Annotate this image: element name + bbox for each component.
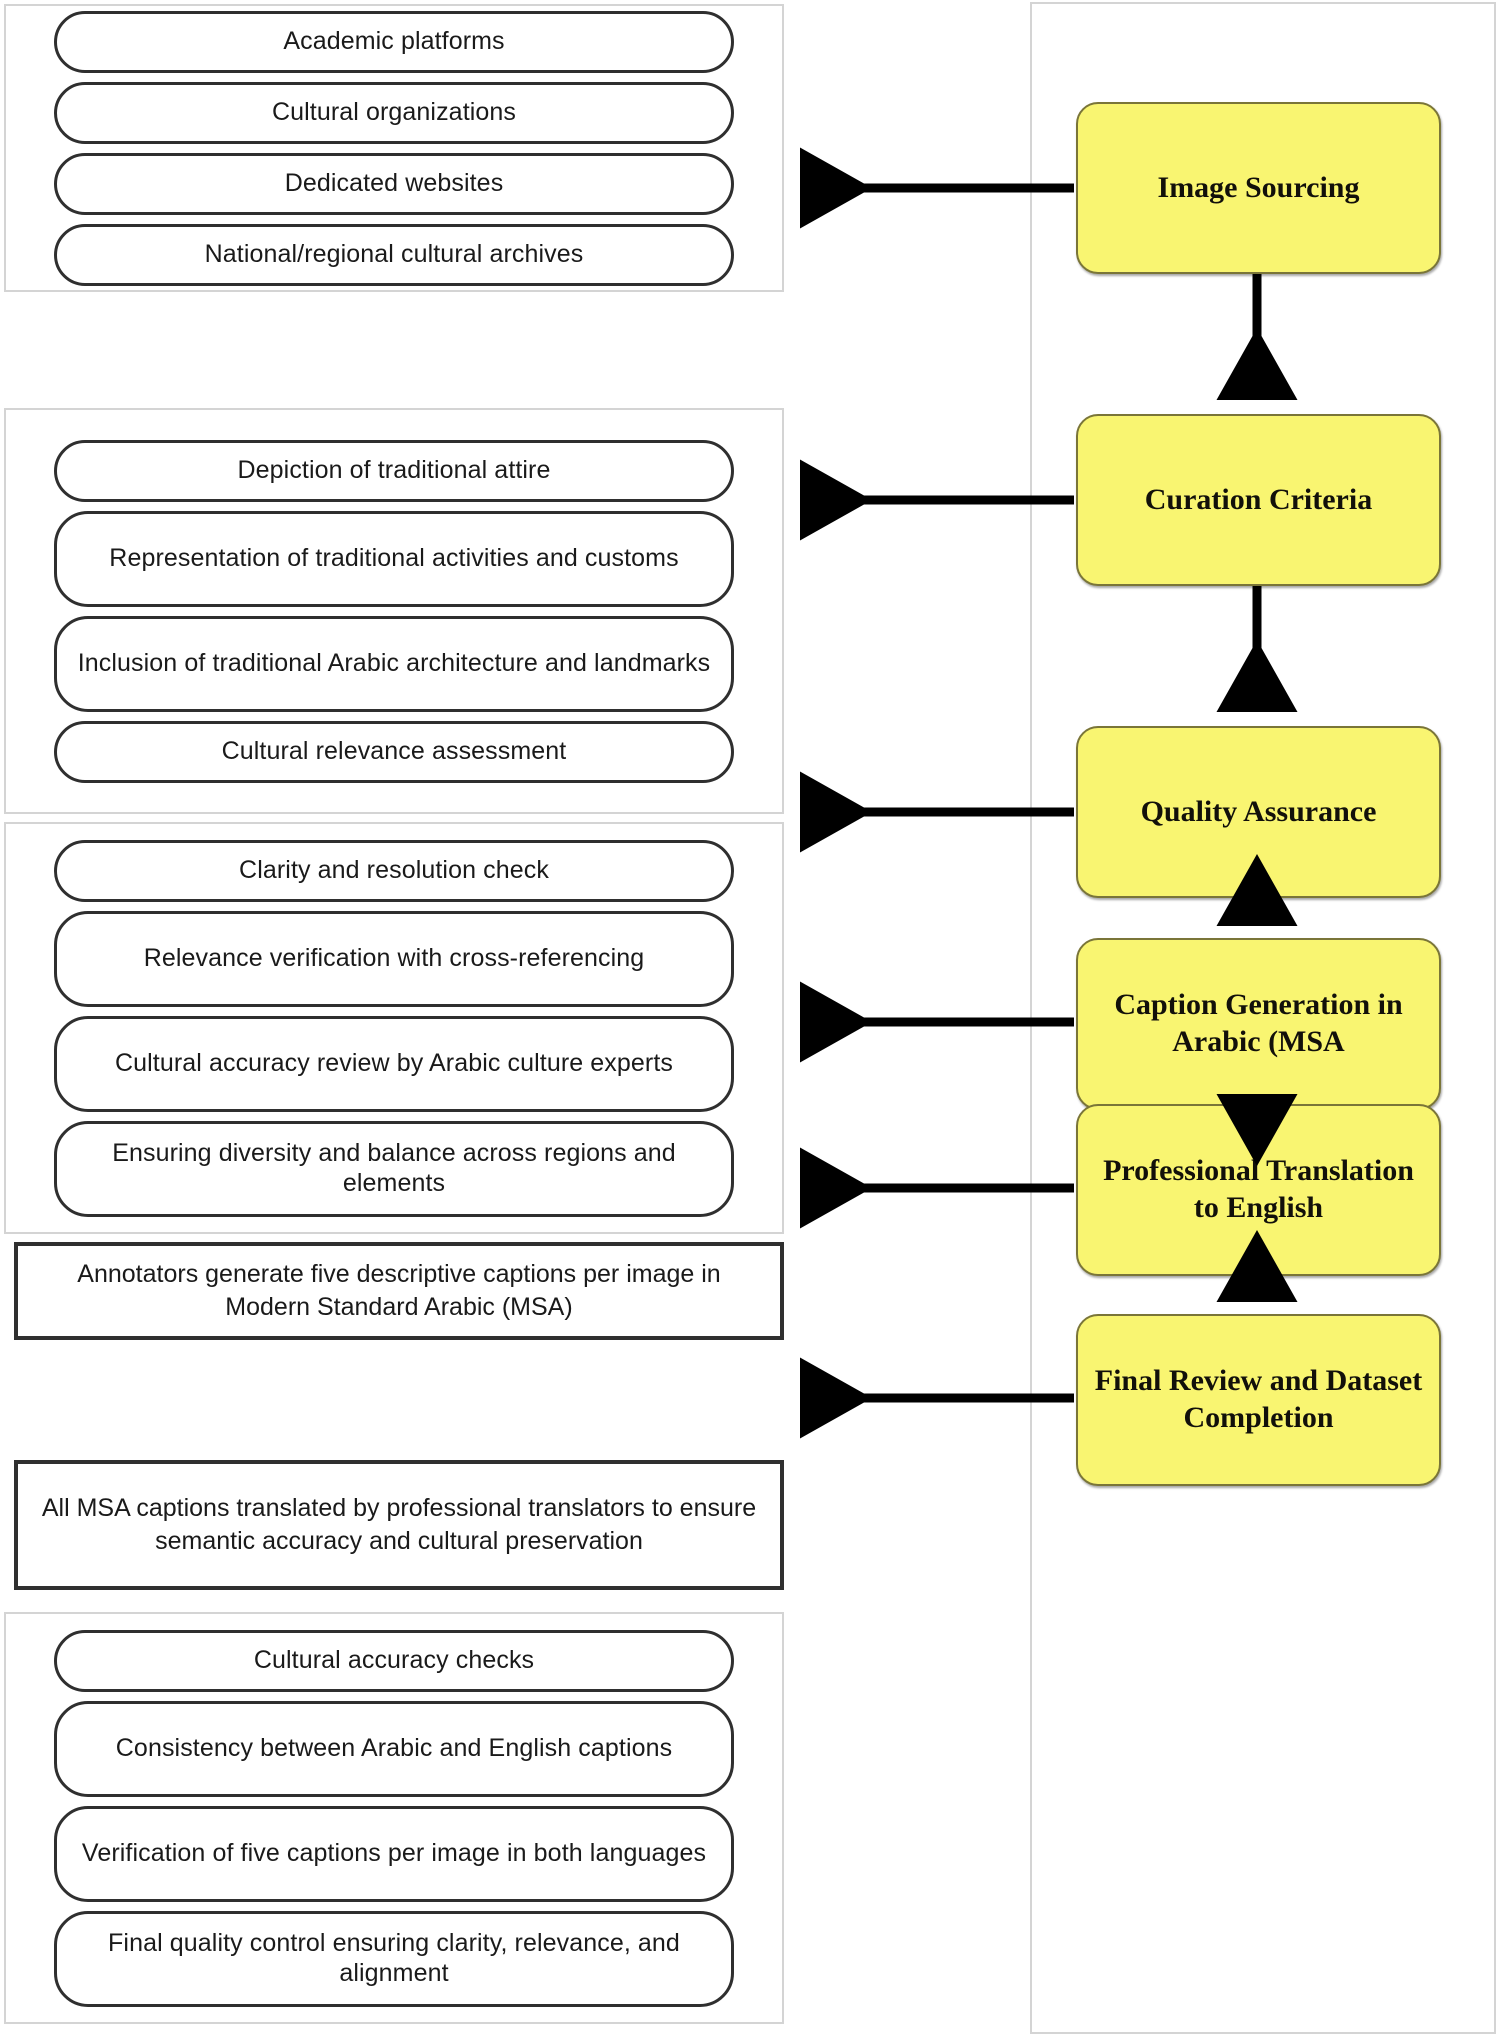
detail-item: Cultural accuracy checks	[54, 1629, 734, 1692]
detail-item: Cultural organizations	[54, 81, 734, 144]
detail-item: Consistency between Arabic and English c…	[54, 1700, 734, 1797]
detail-item: Clarity and resolution check	[54, 839, 734, 902]
stage-box-final-review[interactable]: Final Review and Dataset Completion	[1076, 1314, 1441, 1486]
stage-box-professional-translation[interactable]: Professional Translation to English	[1076, 1104, 1441, 1276]
detail-item: Academic platforms	[54, 10, 734, 73]
detail-panel-final-review: Cultural accuracy checks Consistency bet…	[4, 1612, 784, 2024]
detail-item: Cultural accuracy review by Arabic cultu…	[54, 1015, 734, 1112]
stage-box-curation-criteria[interactable]: Curation Criteria	[1076, 414, 1441, 586]
detail-item: Final quality control ensuring clarity, …	[54, 1910, 734, 2007]
detail-panel-curation-criteria: Depiction of traditional attire Represen…	[4, 408, 784, 814]
detail-item: Relevance verification with cross-refere…	[54, 910, 734, 1007]
detail-panel-quality-assurance: Clarity and resolution check Relevance v…	[4, 822, 784, 1234]
detail-item: National/regional cultural archives	[54, 223, 734, 286]
stage-box-image-sourcing[interactable]: Image Sourcing	[1076, 102, 1441, 274]
stage-box-caption-generation[interactable]: Caption Generation in Arabic (MSA	[1076, 938, 1441, 1110]
detail-item: Ensuring diversity and balance across re…	[54, 1120, 734, 1217]
pipeline-panel: Image Sourcing Curation Criteria Quality…	[1030, 2, 1496, 2034]
detail-item: Depiction of traditional attire	[54, 439, 734, 502]
stage-box-quality-assurance[interactable]: Quality Assurance	[1076, 726, 1441, 898]
detail-item: Dedicated websites	[54, 152, 734, 215]
detail-panel-image-sourcing: Academic platforms Cultural organization…	[4, 4, 784, 292]
detail-item: Verification of five captions per image …	[54, 1805, 734, 1902]
note-box-caption-generation: Annotators generate five descriptive cap…	[14, 1242, 784, 1340]
detail-item: Inclusion of traditional Arabic architec…	[54, 615, 734, 712]
detail-item: Cultural relevance assessment	[54, 720, 734, 783]
detail-item: Representation of traditional activities…	[54, 510, 734, 607]
note-box-professional-translation: All MSA captions translated by professio…	[14, 1460, 784, 1590]
